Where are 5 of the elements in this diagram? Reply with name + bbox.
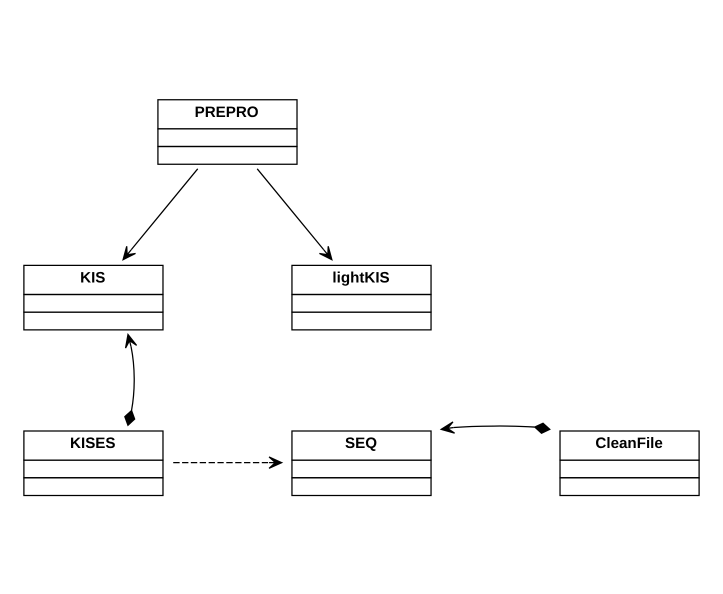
arrow xyxy=(256,168,332,260)
arrow xyxy=(124,334,138,426)
arrow xyxy=(173,456,282,469)
arrow xyxy=(440,421,551,434)
arrow xyxy=(122,168,198,260)
